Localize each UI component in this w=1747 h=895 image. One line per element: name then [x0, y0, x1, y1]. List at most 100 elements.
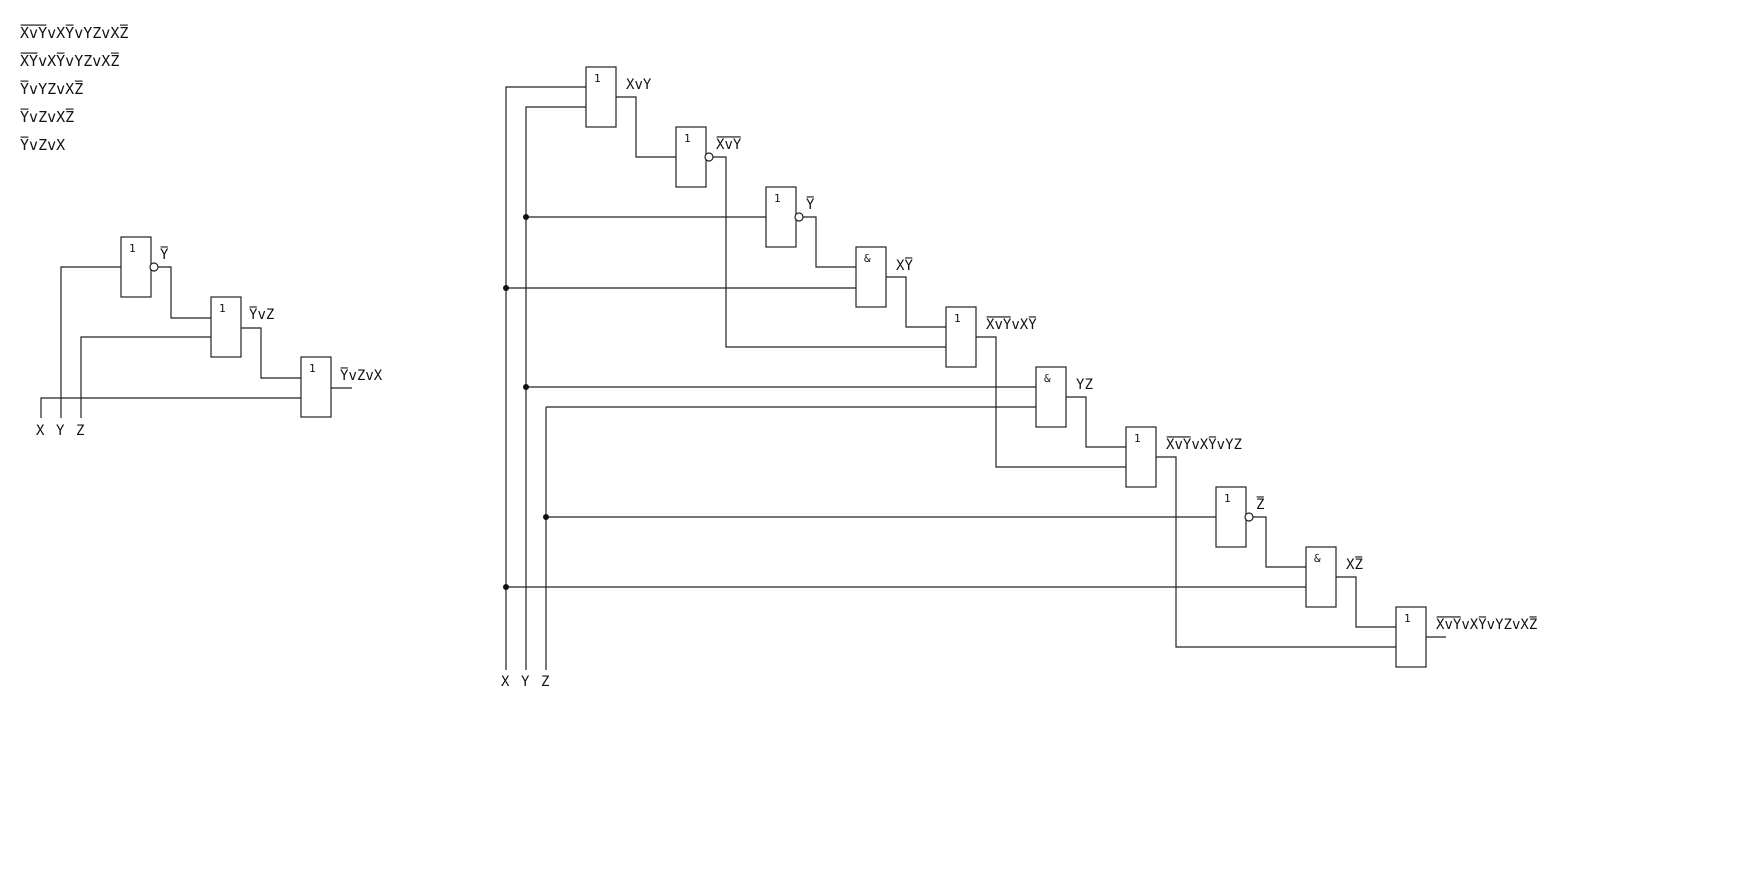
large-gate-3-inverter-bubble — [794, 212, 804, 222]
large-gate-7-output-char: Y — [1183, 437, 1192, 453]
equation-1-char: v — [101, 24, 110, 42]
small-wire-g1-g2 — [157, 266, 211, 319]
small-circuit: 1 Y 1 YvZ 1 YvZvX X Y Z — [36, 236, 383, 439]
equation-2-char: v — [38, 52, 47, 70]
small-gate-3-output-char: v — [365, 368, 373, 384]
small-gate-3-symbol: 1 — [309, 362, 316, 375]
large-gate-10-output-char: v — [1461, 617, 1469, 633]
large-gate-5-or: 1 XvYvXY — [945, 306, 1037, 368]
large-gate-10-or: 1 XvYvXYvYZvXZ — [1395, 606, 1537, 668]
equation-line-3: YvYZvXZ — [20, 80, 83, 98]
large-bus-y — [525, 106, 586, 670]
large-gate-3-output-label: Y — [806, 197, 815, 213]
equation-2-char: Z — [110, 52, 119, 70]
equation-5-char: Z — [38, 136, 47, 154]
small-gate-1-body — [120, 236, 152, 298]
large-gate-3-symbol: 1 — [774, 192, 781, 205]
small-gate-3-body — [300, 356, 332, 418]
large-gate-7-output-char: v — [1217, 437, 1225, 453]
small-wire-z — [80, 336, 211, 418]
large-gate-5-output-char: Y — [1003, 317, 1012, 333]
small-wire-x — [40, 397, 301, 418]
large-gate-10-output-char: X — [1470, 617, 1479, 633]
small-gate-1-output-label: Y — [160, 247, 169, 263]
large-gate-1-output-label: XvY — [626, 77, 652, 93]
large-bus-x — [505, 86, 586, 670]
large-gate-6-and: & YZ — [1035, 366, 1093, 428]
large-gate-1-output-char: v — [634, 77, 642, 93]
large-gate-3-body — [765, 186, 797, 248]
large-gate-7-output-char: v — [1174, 437, 1182, 453]
large-gate-2-body — [675, 126, 707, 188]
large-gate-2-output-char: X — [716, 137, 725, 153]
equation-2-char: X — [20, 52, 29, 70]
large-gate-10-body — [1395, 606, 1427, 668]
equation-1-char: X — [20, 24, 29, 42]
large-gate-3-not: 1 Y — [765, 186, 815, 248]
large-gate-5-output-char: v — [994, 317, 1002, 333]
large-gate-1-output-char: Y — [643, 77, 652, 93]
equation-2-char: Y — [74, 52, 83, 70]
large-gate-2-inverter-bubble — [704, 152, 714, 162]
large-gate-7-output-char: X — [1166, 437, 1175, 453]
equation-1-char: v — [74, 24, 83, 42]
large-input-buses — [505, 86, 586, 670]
large-gate-4-output-char: Y — [904, 258, 913, 274]
large-gate-6-body — [1035, 366, 1067, 428]
small-gate-2-output-label: YvZ — [249, 307, 274, 323]
equation-list: XvYvXYvYZvXZ XYvXYvYZvXZ YvYZvXZ YvZvXZ … — [20, 24, 128, 154]
large-gate-8-output-label: Z — [1256, 497, 1264, 513]
large-gate-7-output-char: Y — [1208, 437, 1217, 453]
large-gate-2-output-label: XvY — [716, 137, 742, 153]
large-gate-10-output-char: X — [1520, 617, 1529, 633]
large-gate-8-output-char: Z — [1256, 497, 1264, 513]
wire-g6-to-g7 — [1066, 396, 1126, 448]
large-gate-10-output-char: X — [1436, 617, 1445, 633]
junction-z-1 — [543, 514, 549, 520]
small-gate-1-symbol: 1 — [129, 242, 136, 255]
small-gate-wires — [157, 266, 352, 389]
junction-y-1 — [523, 214, 529, 220]
large-gate-1-symbol: 1 — [594, 72, 601, 85]
small-wire-g2-g3 — [241, 327, 301, 379]
equation-line-4: YvZvXZ — [20, 108, 74, 126]
large-gate-7-output-label: XvYvXYvYZ — [1166, 437, 1242, 453]
large-gate-10-output-char: Z — [1529, 617, 1537, 633]
equation-2-char: v — [65, 52, 74, 70]
large-gate-1-or: 1 XvY — [585, 66, 652, 128]
wire-g8-to-g9 — [1252, 516, 1306, 568]
equation-1-char: Z — [119, 24, 128, 42]
large-gate-9-symbol: & — [1314, 552, 1321, 565]
large-junctions — [503, 214, 549, 590]
large-gate-10-output-char: Y — [1478, 617, 1487, 633]
small-gate-1-output-char: Y — [160, 247, 169, 263]
small-gate-2: 1 YvZ — [210, 296, 274, 358]
small-gate-3-output-char: X — [374, 368, 383, 384]
small-input-label-y: Y — [56, 423, 65, 439]
large-gate-7-output-char: v — [1191, 437, 1199, 453]
large-gate-4-output-label: XY — [896, 258, 913, 274]
small-input-wires — [40, 266, 301, 418]
equation-4-char: v — [29, 108, 38, 126]
large-gate-9-output-char: X — [1346, 557, 1355, 573]
large-gate-5-output-char: X — [986, 317, 995, 333]
small-input-label-x: X — [36, 423, 45, 439]
equation-5-char: v — [29, 136, 38, 154]
small-gate-3-output-char: Y — [340, 368, 349, 384]
equation-2-char: Y — [29, 52, 38, 70]
large-circuit: 1 XvY 1 XvY 1 Y & XY 1 XvYvXY & YZ — [501, 66, 1537, 690]
large-gate-10-symbol: 1 — [1404, 612, 1411, 625]
equation-5-char: X — [56, 136, 65, 154]
equation-line-2: XYvXYvYZvXZ — [20, 52, 119, 70]
equation-3-char: Z — [74, 80, 83, 98]
equation-2-char: X — [47, 52, 56, 70]
large-gate-2-nor: 1 XvY — [675, 126, 742, 188]
large-gate-8-not: 1 Z — [1215, 486, 1264, 548]
equation-5-char: v — [47, 136, 56, 154]
large-gate-2-output-char: v — [724, 137, 732, 153]
large-gate-9-and: & XZ — [1305, 546, 1363, 608]
large-gate-6-output-label: YZ — [1076, 377, 1093, 393]
large-gate-wires — [616, 96, 1446, 648]
small-gate-2-output-char: v — [257, 307, 265, 323]
